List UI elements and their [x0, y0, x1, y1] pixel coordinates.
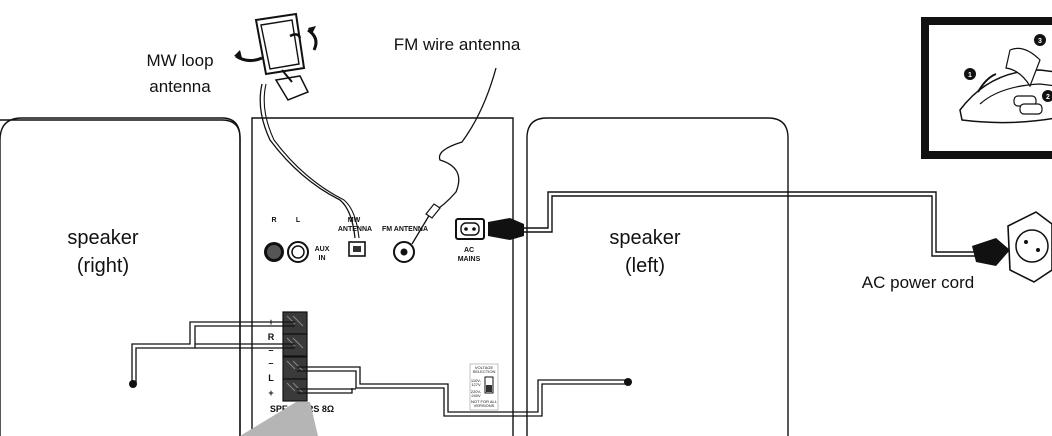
speaker-right-label-line1: speaker [67, 227, 138, 249]
voltage-selector: VOLTAGE SELECTION 110V- 127V 220V- 240V … [469, 363, 499, 411]
terminal-minus-bottom: – [268, 358, 273, 368]
aux-r-label: R [271, 217, 276, 224]
ac-power-cable [524, 191, 988, 257]
terminal-r-label: R [268, 332, 275, 342]
speaker-left-outline [526, 117, 789, 436]
mw-loop-label-line2: antenna [149, 77, 211, 96]
speaker-right-outline [0, 117, 241, 436]
mw-loop-label-line1: MW loop [146, 51, 213, 70]
step-3-label: 3 [1038, 38, 1042, 45]
step-2-label: 2 [1046, 94, 1050, 101]
aux-label-line1: AUX [315, 246, 330, 253]
voltage-opt1-line2: 127V [471, 382, 481, 387]
speaker-right-label-line2: (right) [77, 255, 129, 277]
speaker-left-label-line1: speaker [609, 227, 680, 249]
step-1-badge [964, 68, 976, 80]
not-for-line2: VERSIONS [474, 403, 495, 408]
voltage-label-line1: VOLTAGE [475, 365, 494, 370]
fm-antenna-label: FM ANTENNA [382, 226, 428, 233]
terminal-l-label: L [268, 373, 274, 383]
ac-power-cord-label: AC power cord [862, 273, 974, 292]
highlight-beam [240, 402, 318, 436]
speaker-terminal-block [282, 311, 308, 402]
voltage-opt1-line1: 110V- [471, 378, 482, 383]
speaker-wire-right [131, 321, 295, 383]
voltage-opt2-line2: 240V [471, 393, 481, 398]
fm-wire-label: FM wire antenna [394, 35, 521, 54]
ac-plug-head [488, 218, 524, 240]
not-for-line1: NOT FOR ALL [471, 399, 498, 404]
speaker-wire-left [297, 366, 628, 417]
step-1-label: 1 [968, 72, 972, 79]
ac-mains-label-line2: MAINS [458, 256, 481, 263]
ac-mains-label-line1: AC [464, 247, 474, 254]
step-3-badge [1034, 34, 1046, 46]
terminal-plus-bottom: + [268, 388, 273, 398]
speaker-right-terminal-dot [129, 380, 137, 388]
wall-plug [972, 238, 1010, 266]
mw-antenna-label-line1: MW [348, 217, 361, 224]
mw-antenna-cable [259, 83, 356, 239]
voltage-label-line2: SELECTION [473, 369, 496, 374]
wall-socket [1007, 211, 1052, 283]
terminal-minus-top: – [268, 345, 273, 355]
fm-wire-cable [411, 67, 497, 245]
step-2-badge [1042, 90, 1052, 102]
aux-l-label: L [296, 217, 301, 224]
rotate-arrow-icon [235, 54, 263, 63]
mw-loop-antenna [234, 12, 318, 101]
main-unit-outline [251, 117, 514, 436]
speaker-left-label-line2: (left) [625, 255, 665, 277]
aux-label-line2: IN [319, 255, 326, 262]
speaker-left-terminal-dot [624, 378, 632, 386]
voltage-opt2-line1: 220V- [471, 389, 482, 394]
swivel-arrow-icon [289, 33, 302, 39]
rotate-arrow-icon [307, 28, 318, 51]
speaker-right-box [0, 119, 241, 436]
mw-antenna-label-line2: ANTENNA [338, 226, 372, 233]
battery-insert-inset: 1 2 3 [921, 17, 1052, 159]
